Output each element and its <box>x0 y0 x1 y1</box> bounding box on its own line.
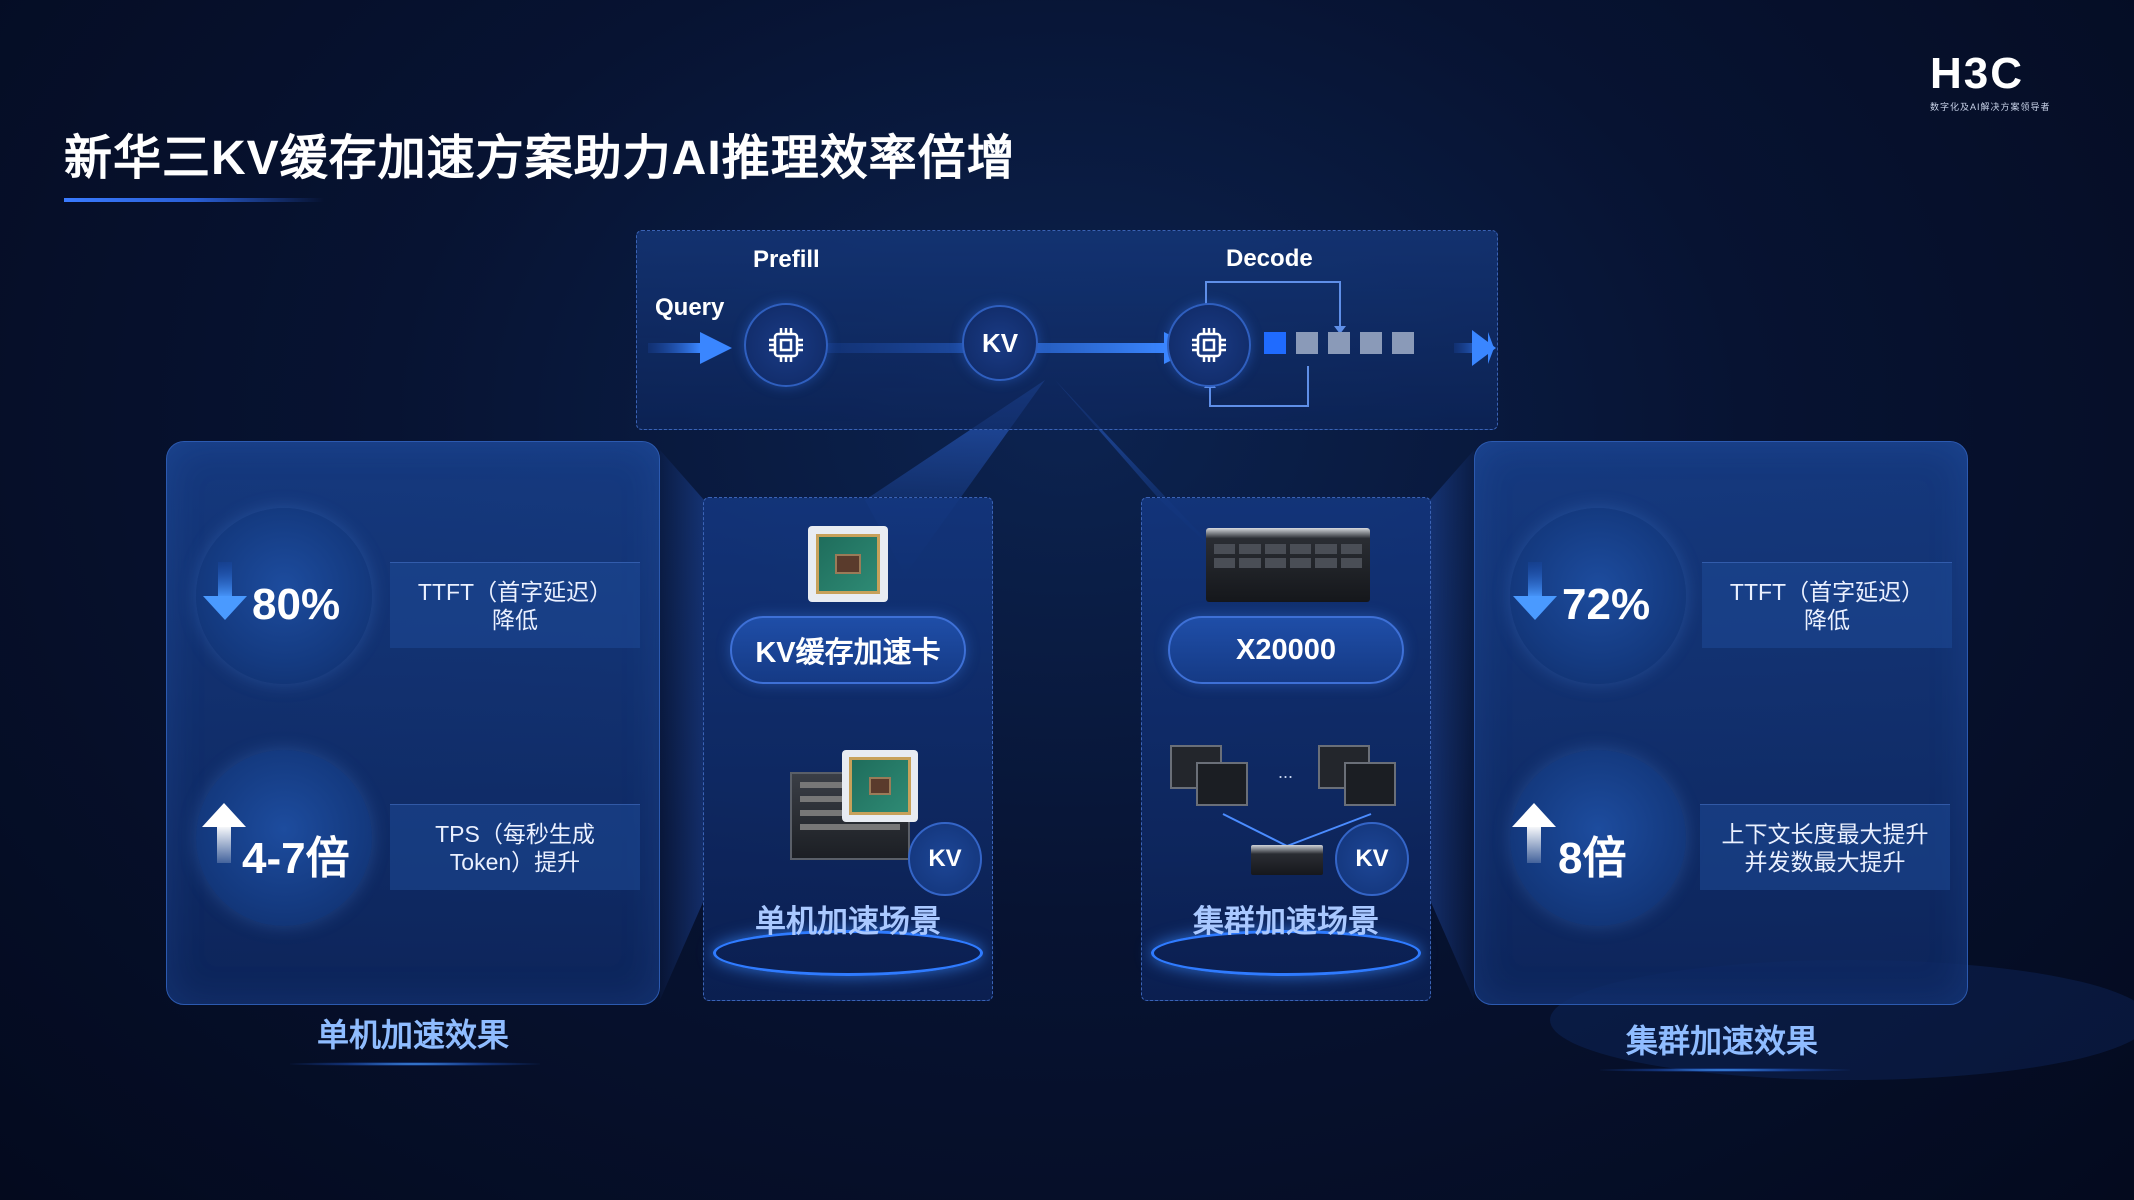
decode-label: Decode <box>1226 245 1313 272</box>
cluster-scene-label: 集群加速场景 <box>1193 904 1379 939</box>
x20000-storage-image <box>1206 528 1370 602</box>
logo-tagline: 数字化及AI解决方案领导者 <box>1930 102 2051 112</box>
single-node-scene-label: 单机加速场景 <box>755 904 941 939</box>
scene-platform <box>1151 930 1421 976</box>
query-label: Query <box>655 294 725 321</box>
storage-node-image <box>1251 845 1323 875</box>
arrow-up-icon <box>1512 803 1556 863</box>
token-square <box>1264 332 1286 354</box>
decode-chip-node <box>1167 303 1251 387</box>
logo-wordmark: H3C <box>1930 49 2025 98</box>
desc-line: 并发数最大提升 <box>1744 848 1906 875</box>
arrow-down-icon <box>1513 562 1557 620</box>
context-increase-value: 8倍 <box>1558 834 1627 883</box>
kv-node-label: KV <box>981 327 1019 358</box>
kv-bubble: KV <box>908 822 982 896</box>
desc-line: TPS（每秒生成 <box>435 820 595 847</box>
server-node-image <box>1344 762 1396 806</box>
decode-token-sequence <box>1264 332 1414 354</box>
prefill-label: Prefill <box>753 246 820 273</box>
caption-glow <box>290 1062 540 1066</box>
desc-line: 降低 <box>491 606 538 633</box>
ttft-description: TTFT（首字延迟） 降低 <box>390 562 640 648</box>
ttft-reduction-value: 72% <box>1562 580 1651 629</box>
tps-increase-value: 4-7倍 <box>242 834 350 883</box>
accelerator-card-image <box>842 750 918 822</box>
single-node-caption: 单机加速效果 <box>316 1017 509 1053</box>
page-title: 新华三KV缓存加速方案助力AI推理效率倍增 <box>64 132 1016 185</box>
chip-icon <box>769 328 803 362</box>
desc-line: Token）提升 <box>449 848 581 875</box>
token-square <box>1328 332 1350 354</box>
token-square <box>1296 332 1318 354</box>
inference-pipeline-panel <box>636 230 1498 430</box>
ttft-description: TTFT（首字延迟） 降低 <box>1702 562 1952 648</box>
prefill-chip-node <box>744 303 828 387</box>
token-square <box>1392 332 1414 354</box>
arrow-down-icon <box>203 562 247 620</box>
kv-bubble: KV <box>1335 822 1409 896</box>
desc-line: 上下文长度最大提升 <box>1721 820 1929 847</box>
arrow-up-icon <box>202 803 246 863</box>
caption-glow <box>1600 1068 1850 1072</box>
x20000-pill: X20000 <box>1168 616 1404 684</box>
h3c-logo: H3C 数字化及AI解决方案领导者 <box>1930 52 2080 114</box>
cluster-connection-lines <box>1222 813 1372 847</box>
ttft-reduction-value: 80% <box>252 580 341 629</box>
kv-node: KV <box>962 305 1038 381</box>
kv-cache-card-pill: KV缓存加速卡 <box>730 616 966 684</box>
desc-line: TTFT（首字延迟） <box>417 578 613 605</box>
title-underline <box>64 198 324 202</box>
ellipsis-text: ... <box>1278 762 1294 782</box>
server-node-image <box>1196 762 1248 806</box>
chip-icon <box>1192 328 1226 362</box>
token-square <box>1360 332 1382 354</box>
desc-line: 降低 <box>1803 606 1850 633</box>
scene-platform <box>713 930 983 976</box>
accelerator-card-image <box>808 526 888 602</box>
cluster-caption: 集群加速效果 <box>1625 1023 1818 1059</box>
tps-description: TPS（每秒生成 Token）提升 <box>390 804 640 890</box>
context-description: 上下文长度最大提升 并发数最大提升 <box>1700 804 1950 890</box>
desc-line: TTFT（首字延迟） <box>1729 578 1925 605</box>
